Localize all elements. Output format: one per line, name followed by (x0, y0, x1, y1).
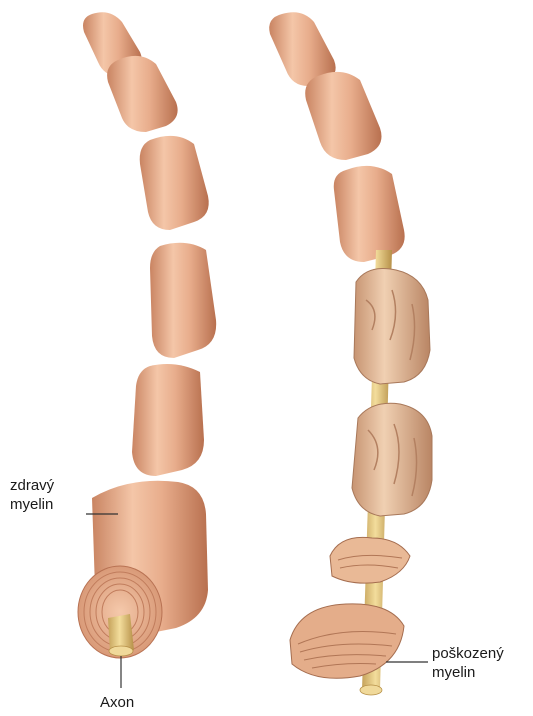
damaged-layered-segment (330, 537, 410, 583)
healthy-myelin-label: zdravý myelin (10, 476, 54, 514)
damaged-layered-segment (290, 604, 404, 678)
myelin-segment (334, 166, 405, 262)
myelin-segment (150, 243, 216, 358)
damaged-segment (352, 403, 432, 516)
myelin-segment (140, 136, 209, 230)
myelin-segment (107, 56, 178, 132)
axon-label: Axon (100, 693, 134, 712)
healthy-fiber (78, 12, 216, 658)
myelin-segment (132, 364, 204, 476)
damaged-myelin-label: poškozený myelin (432, 644, 504, 682)
damaged-segment (354, 269, 430, 385)
myelin-segment (305, 72, 381, 160)
damaged-fiber (269, 12, 432, 695)
